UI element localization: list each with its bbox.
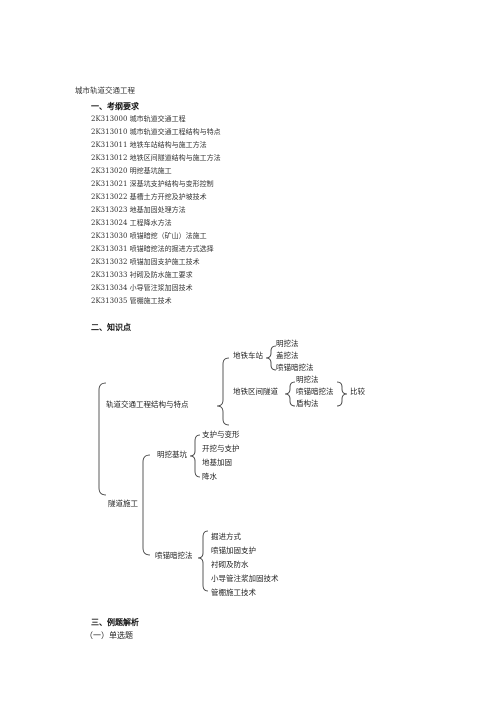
node-open-pit-item: 支护与变形 bbox=[202, 430, 240, 439]
outline-item: 2K313022 基槽土方开挖及护坡技术 bbox=[91, 193, 207, 201]
node-open-pit: 明挖基坑 bbox=[157, 450, 187, 459]
node-open-pit-item: 降水 bbox=[202, 472, 217, 481]
section-heading-knowledge: 二、知识点 bbox=[91, 322, 131, 332]
node-metro-tunnel: 地铁区间隧道 bbox=[233, 387, 278, 396]
node-shotcrete-item: 喷锚加固支护 bbox=[211, 546, 256, 555]
node-tunnel-construction: 隧道施工 bbox=[108, 499, 138, 508]
outline-item: 2K313023 地基加固处理方法 bbox=[91, 206, 186, 214]
doc-title: 城市轨道交通工程 bbox=[75, 86, 135, 95]
node-open-pit-item: 地基加固 bbox=[202, 458, 232, 467]
node-station-method: 盖挖法 bbox=[276, 351, 299, 360]
outline-item: 2K313030 喷锚暗挖（矿山）法施工 bbox=[91, 232, 207, 240]
node-compare: 比较 bbox=[350, 387, 365, 396]
outline-item: 2K313035 管棚施工技术 bbox=[91, 297, 172, 305]
node-open-pit-item: 开挖与支护 bbox=[202, 444, 240, 453]
section-heading-examples: 三、例题解析 bbox=[91, 617, 139, 627]
node-shotcrete: 喷锚暗挖法 bbox=[155, 551, 193, 560]
node-shotcrete-item: 管棚施工技术 bbox=[211, 588, 256, 597]
node-shotcrete-item: 衬砌及防水 bbox=[211, 560, 249, 569]
mindmap-root-node: 轨道交通工程结构与特点 bbox=[106, 400, 189, 409]
outline-item: 2K313011 地铁车站结构与施工方法 bbox=[91, 141, 207, 149]
outline-item: 2K313012 地铁区间隧道结构与施工方法 bbox=[91, 154, 221, 162]
outline-item: 2K313000 城市轨道交通工程 bbox=[91, 115, 186, 123]
node-shotcrete-item: 掘进方式 bbox=[211, 532, 241, 541]
node-station-method: 明挖法 bbox=[276, 339, 299, 348]
node-metro-station: 地铁车站 bbox=[233, 351, 263, 360]
outline-item: 2K313032 喷锚加固支护施工技术 bbox=[91, 258, 200, 266]
section-heading-syllabus: 一、考纲要求 bbox=[91, 101, 139, 111]
outline-item: 2K313034 小导管注浆加固技术 bbox=[91, 284, 193, 292]
subsection-single-choice: （一）单选题 bbox=[85, 631, 133, 640]
outline-item: 2K313020 明挖基坑施工 bbox=[91, 167, 172, 175]
outline-item: 2K313033 衬砌及防水施工要求 bbox=[91, 271, 193, 279]
node-tunnel-method: 喷锚暗挖法 bbox=[296, 387, 334, 396]
outline-item: 2K313031 喷锚暗挖法的掘进方式选择 bbox=[91, 245, 214, 253]
node-tunnel-method: 盾构法 bbox=[296, 399, 319, 408]
node-station-method: 喷锚暗挖法 bbox=[276, 363, 314, 372]
outline-item: 2K313010 城市轨道交通工程结构与特点 bbox=[91, 128, 221, 136]
node-tunnel-method: 明挖法 bbox=[296, 375, 319, 384]
outline-item: 2K313021 深基坑支护结构与变形控制 bbox=[91, 180, 214, 188]
outline-item: 2K313024 工程降水方法 bbox=[91, 219, 172, 227]
node-shotcrete-item: 小导管注浆加固技术 bbox=[211, 574, 279, 583]
